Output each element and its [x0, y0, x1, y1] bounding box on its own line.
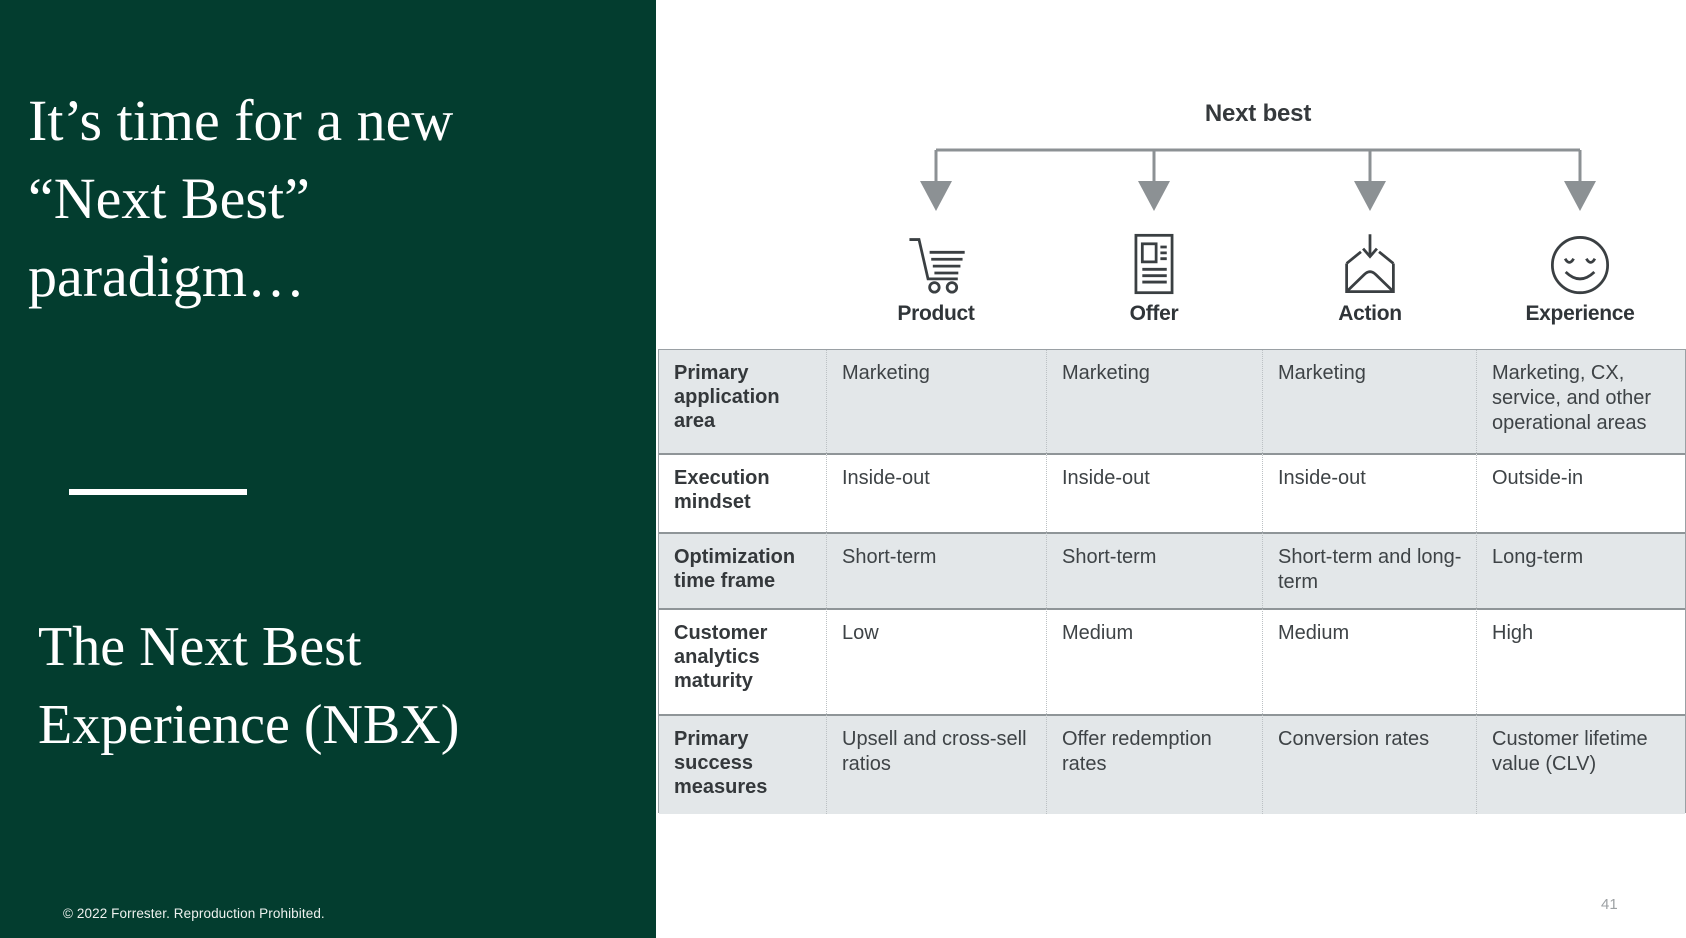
table-cell: Medium	[1262, 608, 1476, 714]
row-header: Execution mindset	[659, 453, 826, 532]
slide-subtitle-line: Experience (NBX)	[38, 694, 460, 756]
row-header: Customer analytics maturity	[659, 608, 826, 714]
page-number: 41	[1601, 896, 1618, 913]
table-cell: Long-term	[1476, 532, 1685, 608]
comparison-table: Primary application area Marketing Marke…	[658, 349, 1686, 814]
slide-title-line: “Next Best”	[28, 166, 310, 231]
diagram-title: Next best	[1204, 100, 1312, 127]
table-cell: Low	[826, 608, 1046, 714]
table-cell: Marketing	[1262, 350, 1476, 453]
smiley-face-icon	[1550, 236, 1610, 295]
table-cell: Conversion rates	[1262, 714, 1476, 814]
left-green-panel: It’s time for a new “Next Best” paradigm…	[0, 0, 656, 938]
table-cell: Marketing	[1046, 350, 1262, 453]
table-cell: Medium	[1046, 608, 1262, 714]
slide-title: It’s time for a new “Next Best” paradigm…	[28, 82, 608, 316]
slide-subtitle-line: The Next Best	[38, 616, 362, 678]
copyright-footer: © 2022 Forrester. Reproduction Prohibite…	[63, 906, 325, 921]
column-label-offer: Offer	[1129, 302, 1179, 325]
table-cell: Outside-in	[1476, 453, 1685, 532]
down-arrow-icon	[920, 181, 1596, 211]
column-label-action: Action	[1338, 302, 1402, 325]
table-cell: Offer redemption rates	[1046, 714, 1262, 814]
table-cell: Customer lifetime value (CLV)	[1476, 714, 1685, 814]
envelope-download-icon	[1345, 234, 1395, 294]
table-cell: Inside-out	[1046, 453, 1262, 532]
slide-subtitle: The Next Best Experience (NBX)	[38, 608, 618, 764]
table-cell: High	[1476, 608, 1685, 714]
table-cell: Inside-out	[826, 453, 1046, 532]
diagram-column-experience: Experience	[1470, 230, 1686, 326]
row-header: Optimization time frame	[659, 532, 826, 608]
table-cell: Short-term	[1046, 532, 1262, 608]
slide-title-line: It’s time for a new	[28, 88, 454, 153]
table-cell: Marketing, CX, service, and other operat…	[1476, 350, 1685, 453]
shopping-cart-icon	[909, 238, 965, 294]
diagram-column-offer: Offer	[1044, 230, 1264, 326]
table-cell: Short-term	[826, 532, 1046, 608]
diagram-column-product: Product	[826, 230, 1046, 326]
row-header: Primary success measures	[659, 714, 826, 814]
divider-line	[69, 489, 247, 495]
column-label-experience: Experience	[1525, 302, 1635, 325]
table-cell: Inside-out	[1262, 453, 1476, 532]
row-header: Primary application area	[659, 350, 826, 453]
column-label-product: Product	[897, 302, 975, 325]
slide-title-line: paradigm…	[28, 244, 306, 309]
table-cell: Short-term and long-term	[1262, 532, 1476, 608]
table-cell: Marketing	[826, 350, 1046, 453]
flyer-document-icon	[1134, 233, 1174, 295]
diagram-column-action: Action	[1260, 230, 1480, 326]
table-cell: Upsell and cross-sell ratios	[826, 714, 1046, 814]
